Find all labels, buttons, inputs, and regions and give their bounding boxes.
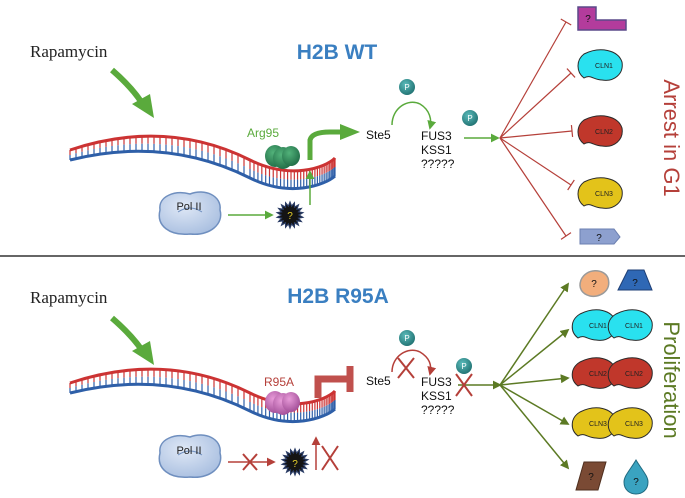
target-cln3-a-r95a: [571, 407, 617, 439]
r95a-label: R95A: [264, 375, 294, 389]
pol-ii-label-wt: Pol II: [176, 201, 201, 213]
inhibition-lines: [499, 18, 576, 240]
phospho-transfer-arrow-wt: [391, 101, 437, 130]
phospho-label-r95a-1: P: [404, 334, 409, 343]
target-cln3-a-label-r95a: CLN3: [589, 421, 607, 428]
target-unknown-round-r95a: [579, 270, 610, 298]
target-cln1-a-r95a: [571, 309, 617, 341]
target-unknown-label-2-wt: ?: [596, 233, 602, 244]
rapamycin-arrow-head-r95a: [132, 341, 154, 365]
target-cln1-wt: [577, 49, 623, 81]
target-unknown-para-r95a: [575, 461, 607, 491]
target-unknown-trap-r95a: [617, 269, 653, 291]
r95a-title: H2B R95A: [287, 285, 389, 308]
mystery-factor-r95a: [280, 447, 310, 477]
phospho-circle-r95a-1: [399, 330, 415, 346]
target-unknown-2-wt: [579, 228, 621, 245]
phospho-circle-r95a-2: [456, 358, 472, 374]
kss1-label-wt: KSS1: [421, 143, 452, 157]
panel-r95a: Rapamycin H2B R95A R95A Pol II ?: [30, 269, 684, 495]
nucleosome-r95a: [265, 391, 300, 415]
target-unknown-para-label-r95a: ?: [588, 472, 594, 483]
target-cln1-label-wt: CLN1: [595, 63, 613, 70]
target-cln2-b-label-r95a: CLN2: [625, 371, 643, 378]
target-cln1-a-label-r95a: CLN1: [589, 323, 607, 330]
ste5-label-r95a: Ste5: [366, 374, 391, 388]
target-cln3-b-label-r95a: CLN3: [625, 421, 643, 428]
phospho-label-r95a-2: P: [461, 362, 466, 371]
phospho-transfer-arrow-r95a: [391, 349, 437, 376]
target-unknown-round-label-r95a: ?: [591, 279, 597, 290]
blocked-transcription-line: [314, 375, 348, 398]
pol-ii-r95a: [158, 434, 222, 478]
target-unknown-drop-r95a: [623, 459, 649, 495]
target-cln3-label-wt: CLN3: [595, 191, 613, 198]
kss1-label-r95a: KSS1: [421, 389, 452, 403]
target-unknown-trap-label-r95a: ?: [632, 278, 638, 289]
dna-helix-r95a: [69, 367, 337, 424]
rapamycin-label-r95a: Rapamycin: [30, 288, 108, 307]
transcription-arrow: [307, 129, 342, 160]
pol-ii-label-r95a: Pol II: [176, 445, 201, 457]
block-x-icon-1: [242, 453, 258, 471]
pol-ii-wt: [158, 191, 222, 235]
target-cln2-wt: [577, 115, 623, 147]
fus3-label-r95a: FUS3: [421, 375, 452, 389]
target-unknown-label-1-wt: ?: [585, 14, 591, 25]
target-cln2-a-r95a: [571, 357, 617, 389]
target-cln3-wt: [577, 177, 623, 209]
target-cln1-b-label-r95a: CLN1: [625, 323, 643, 330]
nucleosome-wt: [265, 145, 300, 169]
target-cln2-b-r95a: [607, 357, 653, 389]
target-cln1-b-r95a: [607, 309, 653, 341]
mystery-factor-label-wt: ?: [287, 211, 293, 222]
unknown-kinases-label-wt: ?????: [421, 157, 455, 171]
transcription-arrow-head: [340, 124, 360, 140]
proliferation-arrows: [499, 282, 570, 470]
arrest-label: Arrest in G1: [659, 79, 684, 196]
target-cln3-b-r95a: [607, 407, 653, 439]
target-cln2-a-label-r95a: CLN2: [589, 371, 607, 378]
unknown-kinases-label-r95a: ?????: [421, 403, 455, 417]
block-x-icon-4: [455, 373, 473, 397]
fus3-label-wt: FUS3: [421, 129, 452, 143]
wt-title: H2B WT: [297, 41, 378, 64]
ste5-label-wt: Ste5: [366, 128, 391, 142]
block-x-icon-3: [397, 357, 415, 379]
phospho-circle-wt-2: [462, 110, 478, 126]
dna-helix-wt: [69, 134, 337, 191]
target-cln2-label-wt: CLN2: [595, 129, 613, 136]
target-unknown-drop-label-r95a: ?: [633, 477, 639, 488]
phospho-circle-wt-1: [399, 79, 415, 95]
mystery-factor-label-r95a: ?: [292, 459, 298, 470]
phospho-label-wt-2: P: [467, 114, 472, 123]
phospho-label-wt-1: P: [404, 83, 409, 92]
rapamycin-label: Rapamycin: [30, 42, 108, 61]
block-x-icon-2: [321, 445, 339, 471]
arg95-label: Arg95: [247, 126, 279, 140]
rapamycin-arrow-head: [132, 94, 154, 118]
panel-wt: Rapamycin H2B WT Arg95 Pol II: [30, 6, 684, 245]
mystery-factor-wt: [275, 200, 305, 230]
proliferation-label: Proliferation: [659, 321, 684, 438]
target-unknown-1-wt: [577, 6, 627, 31]
